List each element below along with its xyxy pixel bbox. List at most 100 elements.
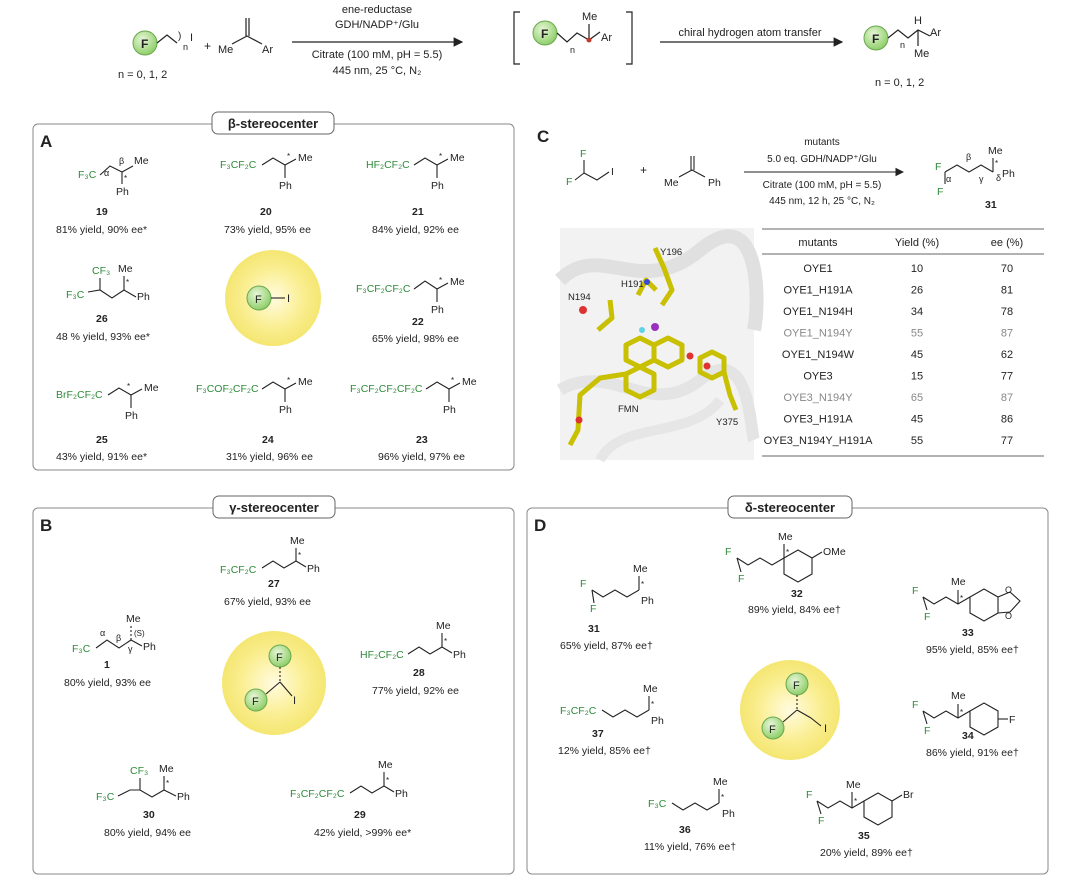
n-values-product: n = 0, 1, 2 [875,77,924,89]
svg-text:Ph: Ph [708,177,721,189]
c-arrow-top2: 5.0 eq. GDH/NADP⁺/Glu [767,154,877,165]
svg-text:F: F [255,294,262,306]
svg-text:F: F [937,186,943,198]
svg-text:*: * [444,637,447,646]
svg-text:27: 27 [268,578,280,590]
compound-31-d: F F * Me Ph 31 65% yield, 87% ee† [560,563,654,652]
svg-text:36: 36 [679,824,691,836]
me-label-3: Me [914,48,929,60]
svg-text:F: F [912,699,918,711]
compound-27: F₃CF₂C * Me Ph 27 67% yield, 93% ee [220,535,320,608]
table-cell: 34 [911,306,923,318]
svg-text:I: I [611,166,614,178]
svg-text:O: O [1005,611,1012,621]
compound-37: F₃CF₂C * Me Ph 37 12% yield, 85% ee† [558,683,664,757]
panel-b-title: γ-stereocenter [229,500,319,515]
svg-text:F: F [590,603,596,615]
svg-text:CF₃: CF₃ [130,765,148,777]
svg-text:*: * [439,152,442,161]
svg-text:α: α [104,168,109,178]
arrow1-bottom2: 445 nm, 25 °C, N₂ [333,65,422,77]
svg-text:*: * [995,159,998,168]
c-arrow-top1: mutants [804,137,840,148]
panel-c-letter: C [537,127,549,146]
svg-text:31% yield, 96% ee: 31% yield, 96% ee [226,451,313,463]
svg-text:26: 26 [96,313,108,325]
svg-text:*: * [854,797,857,806]
compound-20: F₃CF₂C * Me Ph 20 73% yield, 95% ee [220,152,313,236]
compound-29: F₃CF₂CF₂C * Me Ph 29 42% yield, >99% ee* [290,759,411,839]
compound-34: F F * Me F 34 86% yield, 91% ee† [912,690,1019,759]
svg-text:80% yield, 93% ee: 80% yield, 93% ee [64,677,151,689]
reagent-glow-d: F F I [740,660,840,760]
table-cell: OYE3_N194Y [783,392,853,404]
svg-text:24: 24 [262,434,274,446]
svg-text:*: * [124,174,127,183]
svg-text:Me: Me [436,620,451,632]
svg-text:48 % yield, 93% ee*: 48 % yield, 93% ee* [56,331,150,343]
panel-b: γ-stereocenter B F₃CF₂C * Me Ph 27 67% y… [32,495,515,875]
table-cell: 77 [1001,435,1013,447]
svg-text:Me: Me [846,779,861,791]
f-ball-label-2: F [541,27,548,41]
sub-n-2: n [570,45,575,55]
compound-30: CF₃ F₃C * Me Ph 30 80% yield, 94% ee [96,763,191,839]
f-ball-label: F [141,37,148,51]
table-cell: 45 [911,414,923,426]
panel-a-title: β-stereocenter [228,116,318,131]
svg-text:65% yield, 87% ee†: 65% yield, 87% ee† [560,640,653,652]
compound-19: F₃C α β Me * Ph 19 81% yield, 90% ee* [56,155,149,236]
svg-text:34: 34 [962,730,974,742]
table-cell: 77 [1001,371,1013,383]
svg-text:*: * [166,779,169,788]
svg-text:Me: Me [290,535,305,547]
h-label: H [914,15,922,27]
table-cell: 70 [1001,263,1013,275]
table-cell: 86 [1001,414,1013,426]
svg-text:δ: δ [996,173,1001,183]
svg-text:F: F [580,578,586,590]
table-cell: 55 [911,435,923,447]
svg-text:F₃CF₂C: F₃CF₂C [220,159,257,171]
svg-text:Ph: Ph [443,404,456,416]
svg-text:Me: Me [643,683,658,695]
c-arrow-bottom1: Citrate (100 mM, pH = 5.5) [763,180,882,191]
table-cell: 55 [911,328,923,340]
svg-text:*: * [651,700,654,709]
svg-text:11% yield, 76% ee†: 11% yield, 76% ee† [644,841,736,853]
svg-text:Me: Me [951,690,966,702]
enzyme-structure-image: Y196 H191 N194 FMN Y375 [555,228,764,463]
svg-text:F₃C: F₃C [72,643,91,655]
compound-35: F F * Me Br 35 20% yield, 89% ee† [806,779,914,859]
f-ball-label-3: F [872,32,879,46]
svg-text:29: 29 [354,809,366,821]
svg-text:35: 35 [858,830,870,842]
svg-text:F: F [769,724,776,736]
svg-text:I: I [293,695,296,707]
table-cell: OYE1_N194Y [783,328,853,340]
table-header-yield: Yield (%) [895,237,939,249]
svg-text:(S): (S) [134,629,145,638]
svg-text:25: 25 [96,434,108,446]
table-cell: 26 [911,285,923,297]
svg-text:*: * [960,708,963,717]
svg-text:Me: Me [126,613,141,625]
svg-text:Ph: Ph [279,180,292,192]
table-cell: 78 [1001,306,1013,318]
svg-text:*: * [386,776,389,785]
table-cell: OYE3_H191A [783,414,853,426]
reagent-glow-a: F I [225,250,321,346]
table-cell: 81 [1001,285,1013,297]
svg-text:37: 37 [592,728,604,740]
svg-text:Me: Me [159,763,174,775]
arrow1-bottom1: Citrate (100 mM, pH = 5.5) [312,49,443,61]
svg-text:Ph: Ph [651,715,664,727]
table-cell: 10 [911,263,923,275]
svg-text:*: * [298,551,301,560]
residue-n194: N194 [568,292,591,303]
svg-text:F: F [924,611,930,623]
panel-d-letter: D [534,516,546,535]
svg-text:32: 32 [791,588,803,600]
svg-text:*: * [439,276,442,285]
residue-fmn: FMN [618,404,639,415]
